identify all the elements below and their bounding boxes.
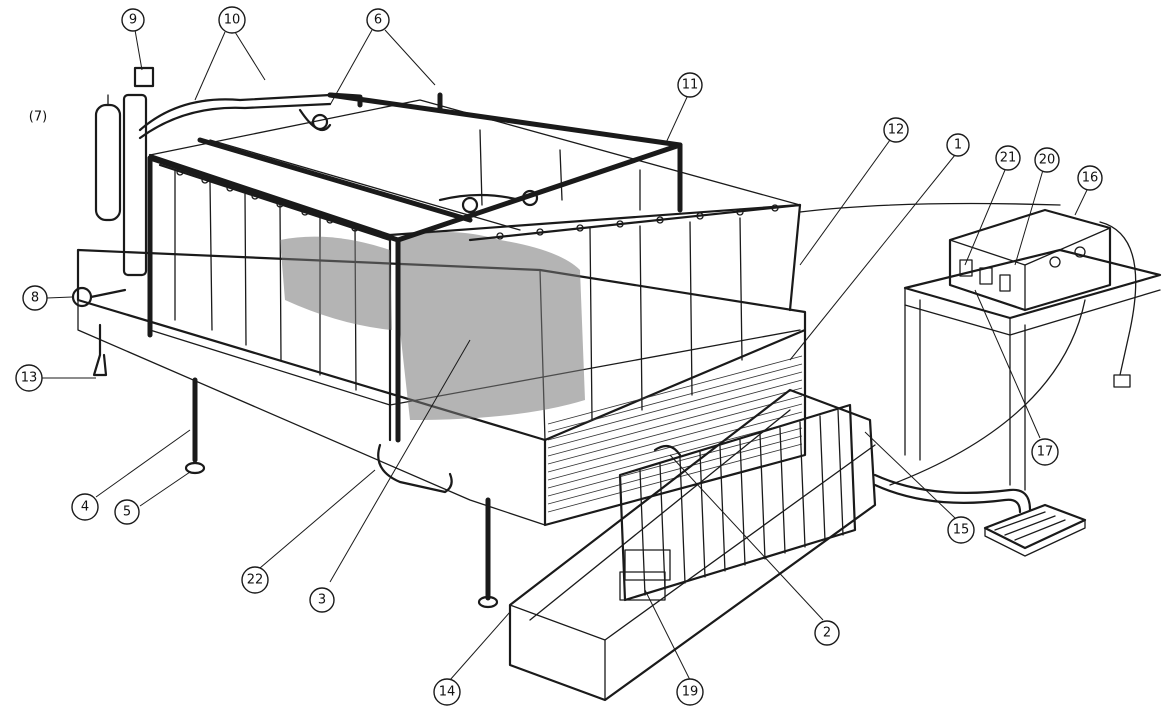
callout-15: 15 (947, 516, 975, 544)
callout-2: 2 (814, 620, 840, 646)
rack (618, 403, 857, 602)
svg-text:5: 5 (123, 505, 131, 520)
tank-legs (184, 377, 499, 609)
svg-text:13: 13 (21, 371, 38, 386)
svg-text:6: 6 (374, 13, 382, 28)
callout-13: 13 (15, 364, 43, 392)
callout-21: 21 (995, 145, 1021, 171)
svg-text:10: 10 (224, 13, 241, 28)
svg-text:4: 4 (81, 500, 89, 515)
left-equipment (71, 66, 155, 377)
callout-11: 11 (677, 72, 703, 98)
foam-media (280, 231, 585, 420)
callout-19: 17 (1031, 438, 1059, 466)
svg-text:22: 22 (247, 573, 264, 588)
callout-1: 1 (946, 133, 970, 157)
svg-text:14: 14 (439, 685, 456, 700)
callout-20: 20 (1034, 147, 1060, 173)
drain-pipe (377, 443, 453, 494)
hose (873, 473, 1032, 514)
control-table (903, 248, 1162, 491)
base-hatching (547, 355, 803, 513)
svg-text:2: 2 (823, 626, 831, 641)
callout-8: 8 (22, 285, 48, 311)
svg-text:15: 15 (953, 523, 970, 538)
svg-text:11: 11 (682, 78, 699, 93)
svg-text:17: 17 (1037, 445, 1054, 460)
callout-22: 22 (241, 566, 269, 594)
svg-text:3: 3 (318, 593, 326, 608)
callout-16: 16 (1077, 165, 1103, 191)
callout-17: 19 (676, 678, 704, 706)
leader-lines (42, 29, 1088, 681)
rail-clips (176, 168, 779, 240)
svg-text:12: 12 (888, 123, 905, 138)
svg-text:8: 8 (31, 291, 39, 306)
callout-6: 6 (366, 8, 390, 32)
svg-text:21: 21 (1000, 151, 1017, 166)
svg-text:1: 1 (954, 138, 962, 153)
callout-5: 5 (114, 499, 140, 525)
svg-text:19: 19 (682, 685, 699, 700)
callout-10: 10 (218, 6, 246, 34)
svg-text:(7): (7) (29, 110, 47, 125)
small-tank (508, 388, 877, 702)
foot-pedal (983, 503, 1087, 557)
svg-text:9: 9 (129, 13, 137, 28)
control-unit (948, 208, 1112, 312)
top-frame (147, 92, 683, 443)
svg-text:20: 20 (1039, 153, 1056, 168)
top-piping (138, 93, 539, 214)
callout-12: 12 (883, 117, 909, 143)
callout-7: (7) (29, 110, 47, 125)
callout-9: 9 (121, 8, 145, 32)
callout-labels: 9 10 6 11 (7) 12 1 21 2 (15, 6, 1103, 706)
svg-text:16: 16 (1082, 171, 1099, 186)
curtain-rail (158, 163, 802, 242)
callout-14: 14 (433, 678, 461, 706)
callout-3: 3 (309, 587, 335, 613)
callout-4: 4 (71, 493, 99, 521)
rack-bars (639, 409, 844, 596)
